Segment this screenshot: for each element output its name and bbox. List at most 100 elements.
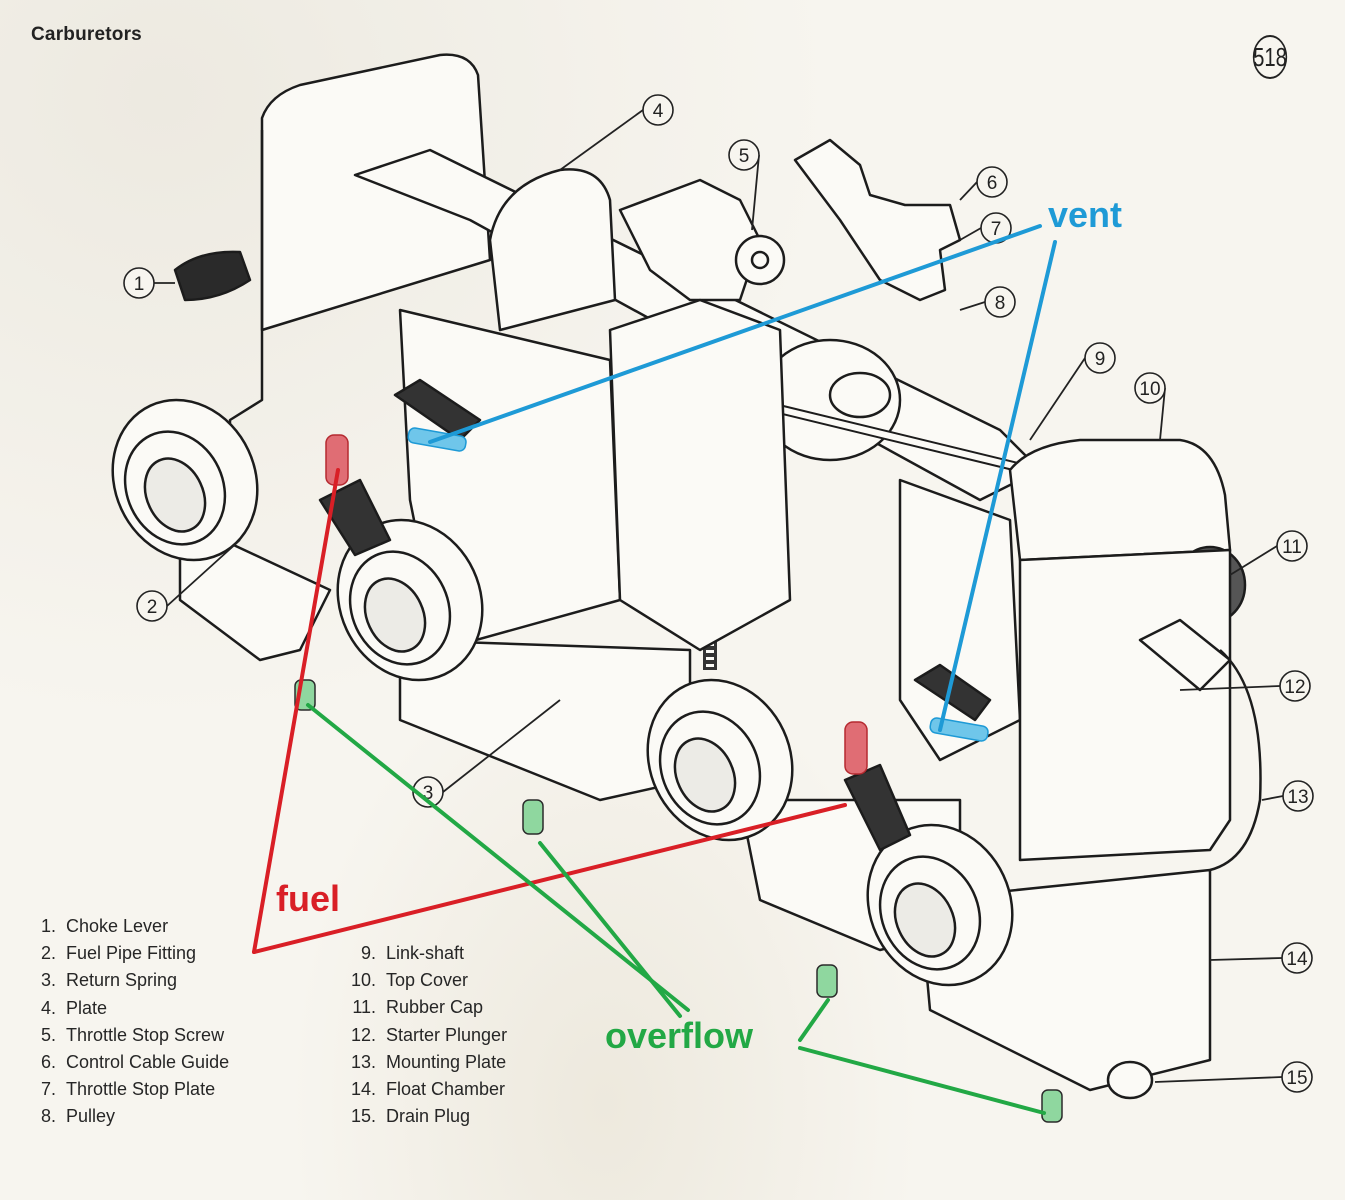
legend-item: 15.Drain Plug [338,1103,507,1130]
legend-label: Control Cable Guide [66,1052,230,1073]
callout-11: 11 [1229,530,1308,576]
callout-4: 4 [559,94,674,171]
vent-leader-2 [938,240,1057,732]
legend-number: 8. [40,1106,56,1127]
legend-number: 12. [350,1024,376,1045]
legend-number: 13. [350,1051,376,1072]
callout-circle [976,166,1008,198]
callout-circle [136,590,168,622]
callout-14: 14 [1209,942,1313,974]
intake-4 [866,823,1014,987]
callout-10: 10 [1134,372,1166,441]
legend-item: 5. Throttle Stop Screw [30,1022,229,1049]
top-cover-left [260,53,492,332]
legend-label: Throttle Stop Screw [66,1024,225,1045]
callout-5: 5 [728,139,760,231]
callout-leader-line [1229,545,1278,576]
legend-label: Choke Lever [66,916,169,936]
mounting-plate [1209,649,1262,872]
callout-number: 1 [134,274,145,295]
callout-circle [728,139,760,171]
legend-item: 1. Choke Lever [30,913,229,940]
callout-leader-line [751,154,760,231]
intake-2 [336,518,484,682]
fuel-leader-2 [252,803,847,954]
page-title: Carburetors [31,24,142,45]
callout-leader-line [166,539,241,607]
callout-circle [123,267,155,299]
callout-number: 4 [653,101,664,122]
callout-leader-line [1159,387,1166,441]
legend-item: 12. Starter Plunger [338,1022,507,1049]
legend-number: 7. [40,1079,56,1100]
callout-leader-line [1209,957,1283,961]
legend-label: Rubber Cap [386,997,484,1018]
callout-number: 3 [423,783,434,804]
starter-plunger [1138,618,1232,692]
legend-number: 5. [40,1024,56,1045]
page-number-badge: 518 [1252,35,1288,79]
fuel-fitting-body-2 [843,763,912,852]
legend-label: Mounting Plate [386,1051,507,1072]
callout-number: 14 [1286,949,1308,970]
callout-leader-line [559,109,644,171]
legend-label: Top Cover [386,970,469,991]
legend-label: Pulley [66,1106,116,1127]
callout-number: 7 [991,219,1002,240]
legend-number: 1. [40,916,56,936]
callout-circle [984,286,1016,318]
callout-number: 10 [1139,379,1160,400]
legend-number: 2. [40,943,56,964]
overflow-leader-1 [306,703,690,1012]
intake-1 [111,398,259,562]
legend-item: 2.Fuel Pipe Fitting [30,940,229,967]
callout-leader-line [959,301,986,311]
legend-item: 6. Control Cable Guide [30,1049,229,1076]
throttle-stop-gear [734,234,786,286]
callout-3: 3 [412,699,561,808]
legend-label: Return Spring [66,970,178,991]
callout-15: 15 [1154,1061,1313,1093]
cable-guide [793,138,962,302]
parts-legend-left: 1. Choke Lever 2.Fuel Pipe Fitting 3.Retu… [30,913,229,1131]
legend-item: 14.Float Chamber [338,1076,507,1103]
legend-number: 9. [360,943,376,963]
legend-number: 15. [350,1106,376,1127]
legend-number: 10. [350,970,376,991]
callout-circle [1276,530,1308,562]
callout-number: 13 [1287,787,1308,808]
legend-item: 3.Return Spring [30,967,229,994]
callout-number: 2 [147,597,158,618]
drain-plug [1106,1060,1154,1100]
fuel-leaders [252,468,847,954]
callout-leader-line [1179,685,1281,691]
choke-lever [173,250,252,302]
callout-leader-line [1261,795,1284,801]
vent-leader-1 [428,224,1042,444]
legend-label: Starter Plunger [386,1024,508,1045]
callout-1: 1 [123,267,175,299]
callout-circle [1134,372,1166,404]
overflow-leader-3 [798,998,830,1042]
legend-item: 9.Link-shaft [338,940,507,967]
callout-number: 11 [1282,537,1302,558]
legend-item: 11.Rubber Cap [338,994,507,1021]
callout-leader-line [1154,1076,1283,1083]
callout-number: 15 [1286,1068,1307,1089]
callout-9: 9 [1029,342,1116,441]
callout-circle [1279,670,1311,702]
vent-leaders [428,224,1057,732]
overflow-annotation: overflow [605,1015,754,1056]
fuel-leader-1 [252,468,340,954]
callout-circle [642,94,674,126]
legend-label: Float Chamber [386,1079,506,1100]
legend-number: 6. [40,1052,56,1073]
legend-item: 8. Pulley [30,1103,229,1130]
legend-item: 4.Plate [30,995,229,1022]
callout-8: 8 [959,286,1016,318]
callout-circle [1281,1061,1313,1093]
callout-leader-line [959,227,982,241]
vent-annotation: vent [1048,194,1123,235]
